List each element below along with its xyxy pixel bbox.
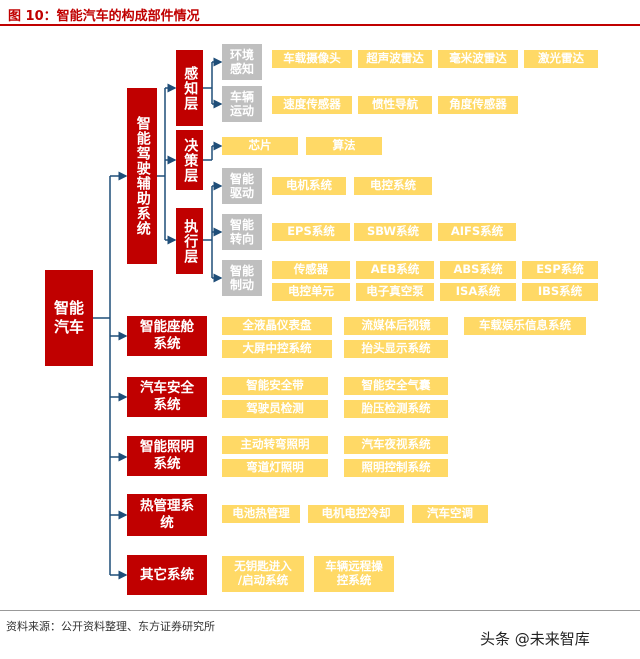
layer-exec-label: 执行层 [182, 218, 199, 264]
leaf-item: AIFS系统 [438, 223, 516, 241]
layer-sense-box: 感知层 [176, 50, 203, 126]
leaf-item: 算法 [306, 137, 382, 155]
leaf-item: 弯道灯照明 [222, 459, 328, 477]
layer-exec-box: 执行层 [176, 208, 203, 274]
leaf-item: 电控系统 [354, 177, 432, 195]
leaf-item: 胎压检测系统 [344, 400, 448, 418]
leaf-item: 传感器 [272, 261, 350, 279]
leaf-item: ISA系统 [440, 283, 516, 301]
leaf-item: 流媒体后视镜 [344, 317, 448, 335]
adas-system-box: 智能驾驶辅助系统 [127, 88, 157, 264]
leaf-item: 电子真空泵 [356, 283, 434, 301]
leaf-item: 汽车夜视系统 [344, 436, 448, 454]
leaf-item: EPS系统 [272, 223, 350, 241]
sub-env-sensing: 环境 感知 [222, 44, 262, 80]
leaf-item: 主动转弯照明 [222, 436, 328, 454]
leaf-item: 驾驶员检测 [222, 400, 328, 418]
leaf-item: ABS系统 [440, 261, 516, 279]
watermark: 头条 @未来智库 [480, 630, 590, 648]
source-note: 资料来源：公开资料整理、东方证券研究所 [6, 620, 215, 633]
leaf-item: 全液晶仪表盘 [222, 317, 332, 335]
leaf-item: 电机系统 [272, 177, 346, 195]
leaf-item: 汽车空调 [412, 505, 488, 523]
leaf-item: AEB系统 [356, 261, 434, 279]
leaf-item: 无钥匙进入 /启动系统 [222, 556, 304, 592]
leaf-item: SBW系统 [354, 223, 432, 241]
top-rule [0, 24, 640, 26]
leaf-item: IBS系统 [522, 283, 598, 301]
sub-vehicle-motion: 车辆 运动 [222, 86, 262, 122]
system-other: 其它系统 [127, 555, 207, 595]
leaf-item: ESP系统 [522, 261, 598, 279]
leaf-item: 大屏中控系统 [222, 340, 332, 358]
leaf-item: 电池热管理 [222, 505, 300, 523]
leaf-item: 角度传感器 [438, 96, 518, 114]
layer-decide-box: 决策层 [176, 130, 203, 190]
leaf-item: 超声波雷达 [358, 50, 432, 68]
leaf-item: 电控单元 [272, 283, 350, 301]
sub-smart-brake: 智能 制动 [222, 260, 262, 296]
leaf-item: 速度传感器 [272, 96, 352, 114]
leaf-item: 智能安全带 [222, 377, 328, 395]
bottom-rule [0, 610, 640, 611]
system-safety: 汽车安全 系统 [127, 377, 207, 417]
leaf-item: 智能安全气囊 [344, 377, 448, 395]
leaf-item: 车载摄像头 [272, 50, 352, 68]
leaf-item: 车载娱乐信息系统 [464, 317, 586, 335]
root-smart-car: 智能 汽车 [45, 270, 93, 366]
leaf-item: 惯性导航 [358, 96, 432, 114]
leaf-item: 芯片 [222, 137, 298, 155]
leaf-item: 毫米波雷达 [438, 50, 518, 68]
system-thermal: 热管理系 统 [127, 494, 207, 536]
leaf-item: 抬头显示系统 [344, 340, 448, 358]
system-lighting: 智能照明 系统 [127, 436, 207, 476]
adas-system-label: 智能驾驶辅助系统 [134, 116, 151, 236]
sub-smart-drive: 智能 驱动 [222, 168, 262, 204]
system-cockpit: 智能座舱 系统 [127, 316, 207, 356]
leaf-item: 车辆远程操 控系统 [314, 556, 394, 592]
leaf-item: 照明控制系统 [344, 459, 448, 477]
layer-sense-label: 感知层 [182, 65, 199, 111]
figure-title: 图 10：智能汽车的构成部件情况 [8, 9, 200, 24]
leaf-item: 激光雷达 [524, 50, 598, 68]
layer-decide-label: 决策层 [182, 137, 199, 183]
leaf-item: 电机电控冷却 [308, 505, 404, 523]
sub-smart-steer: 智能 转向 [222, 214, 262, 250]
